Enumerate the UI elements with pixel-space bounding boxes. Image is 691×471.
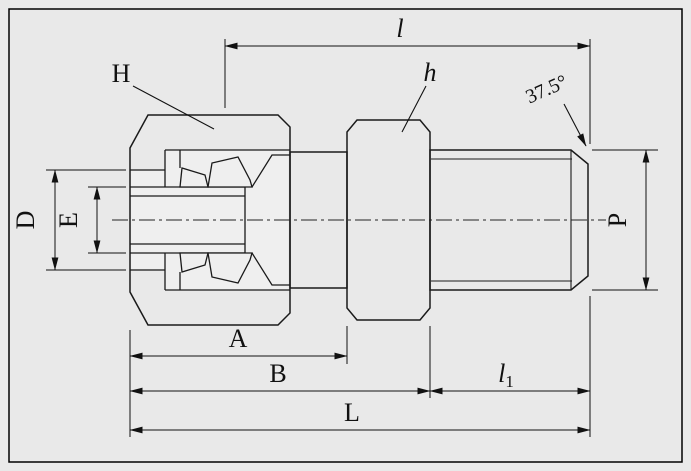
dimension-P: P [592,149,658,291]
label-l1: l1 [498,359,514,391]
callout-H: H [112,59,215,130]
dimension-L: L [129,330,591,437]
counterbore [130,169,166,271]
label-B: B [269,359,286,388]
leader-H [132,85,215,130]
label-P: P [603,213,632,227]
dimension-B: B [129,326,431,398]
label-H: H [112,59,131,88]
callout-h: h [401,58,437,133]
back-ferrule-lower [179,252,209,273]
label-E: E [54,212,83,228]
front-ferrule-lower [207,252,253,284]
hex-body [346,119,431,321]
front-ferrule-upper [207,156,253,188]
label-L: L [344,398,360,427]
nut [129,114,291,326]
label-l: l [396,14,403,43]
drawing-border [8,8,683,463]
label-h: h [424,58,437,87]
dimension-D: D [11,169,126,271]
dimension-E: E [54,186,126,254]
label-D: D [11,211,40,230]
dimension-l: l [224,14,591,144]
cavity-outline [164,149,290,291]
back-ferrule-upper [179,167,209,188]
leader-chamfer-angle [563,103,587,147]
body-seat [179,150,290,290]
dimension-A: A [129,324,348,364]
fitting-body [129,114,589,326]
dimension-l1: l1 [429,296,591,437]
leader-h [401,85,427,133]
label-A: A [229,324,248,353]
